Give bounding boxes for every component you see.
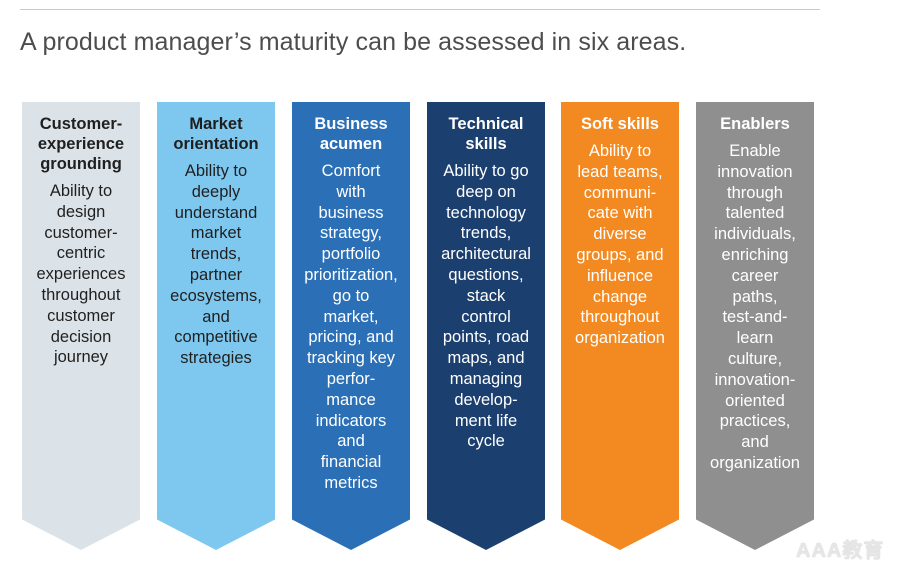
area-customer-experience: Customer- experience grounding Ability t… [22,102,140,550]
area-title: Business acumen [314,115,388,153]
page-title: A product manager’s maturity can be asse… [20,28,687,56]
area-title: Enablers [720,115,790,133]
area-soft-skills: Soft skills Ability to lead teams, commu… [561,102,679,550]
area-title: Soft skills [581,115,659,133]
area-description: Enable innovation through talented indiv… [710,142,800,472]
area-description: Ability to deeply understand market tren… [170,162,262,368]
area-description: Ability to design customer- centric expe… [36,182,126,367]
area-title: Market orientation [173,115,259,153]
area-title: Technical skills [448,115,524,153]
area-description: Ability to lead teams, communi- cate wit… [575,142,665,348]
area-business-acumen: Business acumen Comfort with business st… [292,102,410,550]
top-divider [20,9,820,10]
watermark-logo: AAA教育 [796,540,885,562]
area-description: Ability to go deep on technology trends,… [441,162,531,451]
area-description: Comfort with business strategy, portfoli… [304,162,398,492]
area-technical-skills: Technical skills Ability to go deep on t… [427,102,545,550]
area-market-orientation: Market orientation Ability to deeply und… [157,102,275,550]
area-enablers: Enablers Enable innovation through talen… [696,102,814,550]
area-title: Customer- experience grounding [37,115,125,173]
